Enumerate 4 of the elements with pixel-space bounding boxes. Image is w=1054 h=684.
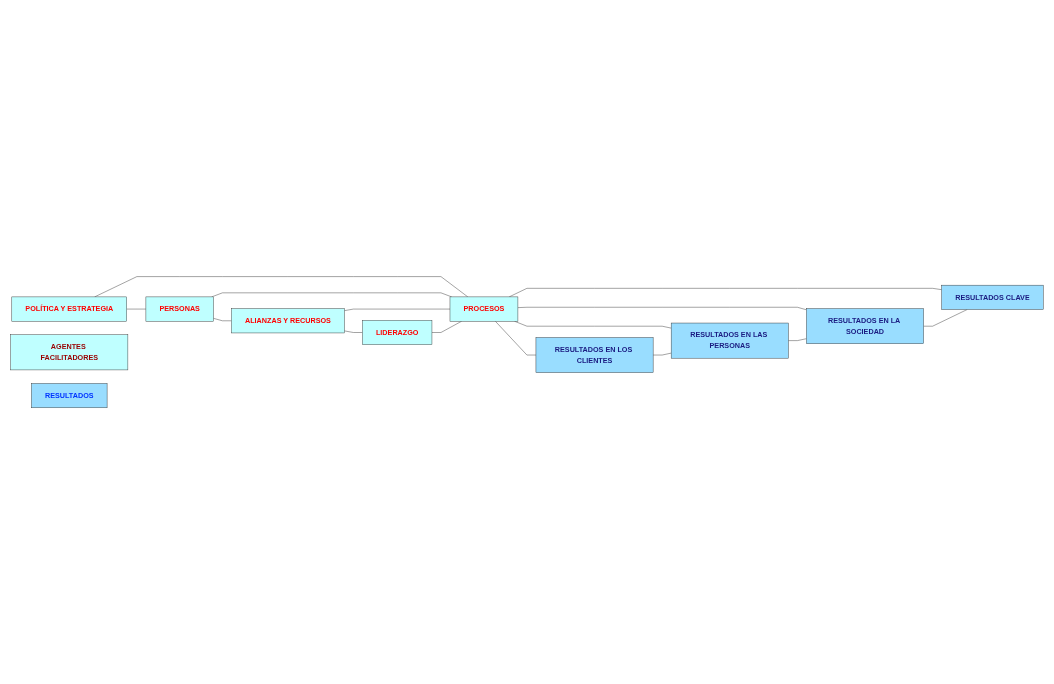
connector bbox=[495, 320, 537, 356]
connector bbox=[431, 320, 462, 333]
connector bbox=[517, 306, 807, 310]
connector bbox=[211, 292, 452, 297]
